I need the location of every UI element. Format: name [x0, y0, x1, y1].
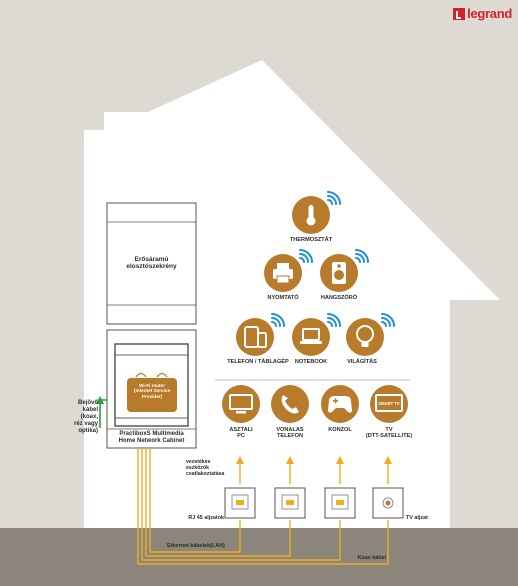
ground: [0, 528, 518, 586]
device-label-lighting: VILÁGÍTÁS: [347, 359, 377, 365]
smart-tv-screen-text: SMART TV: [378, 401, 400, 406]
device-label-console: KONZOL: [328, 427, 352, 433]
device-label-desktop-pc: ASZTALI PC: [229, 427, 253, 440]
speaker-icon: [320, 254, 358, 292]
device-label-printer: NYOMTATÓ: [267, 295, 299, 301]
thermometer-icon: [292, 196, 330, 234]
smart-tv-icon: SMART TV: [370, 385, 408, 423]
laptop-icon: [292, 318, 330, 356]
wired-devices-label: vezetékes eszközök csatlakoztatása: [186, 459, 225, 477]
electrical-cabinet: [106, 202, 197, 325]
router-label: Wi-Fi router (Internet Service Provider): [134, 383, 170, 399]
ethernet-cables: [137, 448, 389, 565]
chimney: [104, 112, 148, 152]
network-cabinet-label: PractiboxS Multimedia Home Network Cabin…: [118, 431, 185, 444]
wifi-signal-icon: [271, 313, 285, 327]
wifi-signal-icon: [299, 249, 313, 263]
phone-tablet-icon: [236, 318, 274, 356]
device-label-thermostat: THERMOSZTÁT: [289, 237, 333, 243]
legrand-wordmark: legrand: [467, 6, 512, 21]
legrand-mark-icon: [453, 7, 466, 20]
tv-socket: [372, 487, 404, 519]
coax-label: Koax kábel: [357, 555, 386, 561]
rj45-label: RJ 45 aljzatok: [188, 515, 224, 521]
device-label-landline: VONALAS TELEFON: [276, 427, 304, 440]
rj45-sockets: [224, 487, 356, 519]
ethernet-label: Ethernet kábelek(LAN): [167, 543, 225, 549]
device-label-tv: TV (DTT-SATELLITE): [365, 427, 413, 440]
device-label-phone-tablet: TELEFON / TÁBLAGÉP: [227, 359, 289, 365]
legrand-logo: legrand: [453, 6, 512, 21]
device-label-speaker: HANGSZÓRÓ: [320, 295, 358, 301]
wifi-router: [127, 378, 177, 412]
incoming-cable-label: Bejövő kábel (koax, réz vagy optika): [73, 400, 98, 434]
wifi-signal-icon: [327, 313, 341, 327]
handset-icon: [271, 385, 309, 423]
gamepad-icon: [321, 385, 359, 423]
wifi-signal-icon: [327, 191, 341, 205]
wifi-signal-icon: [381, 313, 395, 327]
electrical-cabinet-label: Erősáramú elosztószekrény: [126, 256, 177, 271]
monitor-icon: [222, 385, 260, 423]
light-bulb-icon: [346, 318, 384, 356]
printer-icon: [264, 254, 302, 292]
wifi-signal-icon: [355, 249, 369, 263]
device-label-notebook: NOTEBOOK: [294, 359, 328, 365]
tv-socket-label: TV aljzat: [406, 515, 428, 521]
